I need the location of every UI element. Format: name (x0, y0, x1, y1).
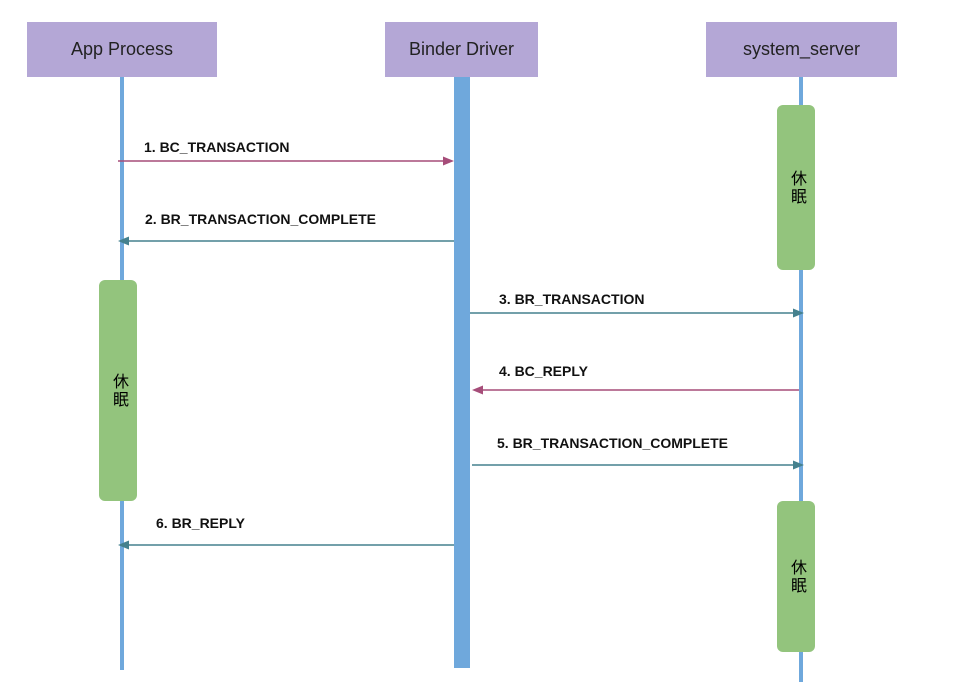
server-lifeline (799, 77, 803, 682)
message-label-6: 6. BR_REPLY (156, 515, 245, 531)
message-label-5: 5. BR_TRANSACTION_COMPLETE (497, 435, 729, 451)
sleep-label: 休眠 (110, 372, 127, 409)
server-sleep-box-2: 休眠 (777, 501, 815, 652)
arrow-3 (470, 308, 804, 318)
sleep-label: 休眠 (788, 169, 805, 206)
message-label-2: 2. BR_TRANSACTION_COMPLETE (145, 211, 377, 227)
message-label-3: 3. BR_TRANSACTION (499, 291, 645, 307)
arrow-5 (472, 460, 804, 470)
message-label-1: 1. BC_TRANSACTION (144, 139, 290, 155)
participant-system-server: system_server (706, 22, 897, 77)
message-label-4: 4. BC_REPLY (499, 363, 588, 379)
app-sleep-box: 休眠 (99, 280, 137, 501)
arrow-1 (118, 156, 454, 166)
participant-app-process: App Process (27, 22, 217, 77)
sleep-label: 休眠 (788, 558, 805, 595)
arrow-2 (118, 236, 454, 246)
arrow-4 (472, 385, 799, 395)
binder-lifeline (454, 77, 470, 668)
participant-binder-driver: Binder Driver (385, 22, 538, 77)
arrow-6 (118, 540, 454, 550)
server-sleep-box-1: 休眠 (777, 105, 815, 270)
